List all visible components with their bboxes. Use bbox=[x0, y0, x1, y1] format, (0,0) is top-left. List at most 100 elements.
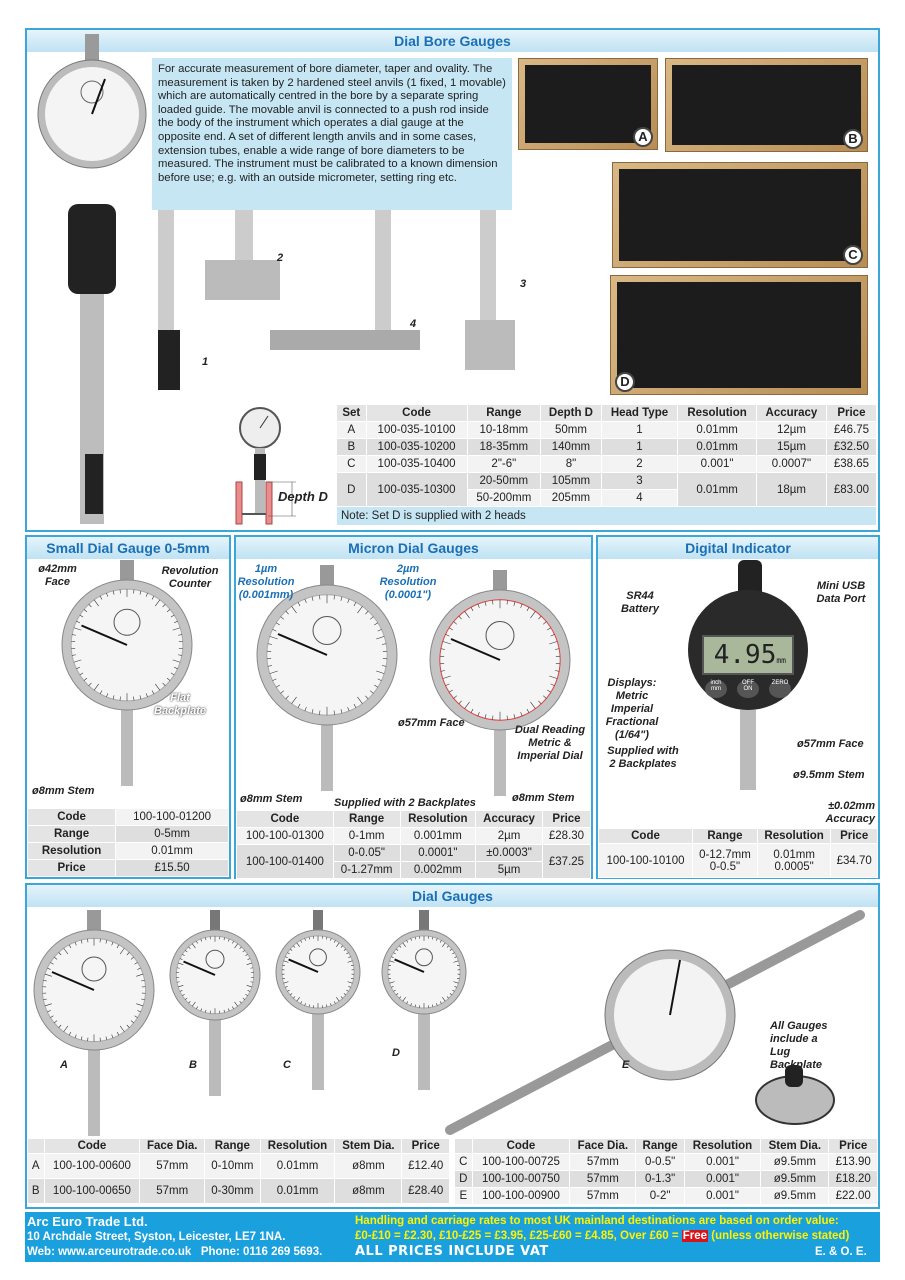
table-cell: 0.01mm 0.0005" bbox=[756, 843, 832, 878]
stem-label: ø9.5mm Stem bbox=[793, 769, 865, 781]
table-cell: 100-100-00725 bbox=[471, 1153, 571, 1171]
table-cell: 1 bbox=[600, 421, 679, 439]
face-label: ø42mm Face bbox=[38, 563, 77, 588]
section-title: Small Dial Gauge 0-5mm bbox=[27, 537, 229, 559]
table-cell: 4 bbox=[600, 489, 679, 507]
table-cell: 12µm bbox=[756, 421, 827, 439]
table-cell: 100-100-01300 bbox=[236, 827, 334, 845]
free-badge: Free bbox=[681, 1230, 709, 1242]
table-cell: ø9.5mm bbox=[760, 1170, 830, 1188]
table-cell: A bbox=[27, 1153, 45, 1179]
backplate-label: Flat Backplate bbox=[154, 692, 206, 717]
stem-label: ø8mm Stem bbox=[32, 785, 95, 797]
table-cell: 100-100-00900 bbox=[471, 1187, 571, 1205]
table-cell: D bbox=[454, 1170, 473, 1188]
column-header: Range bbox=[691, 828, 758, 844]
bore-gauge-image bbox=[30, 34, 155, 534]
column-header: Price bbox=[825, 404, 878, 422]
table-cell: 0.001mm bbox=[399, 827, 477, 845]
head-label-1: 1 bbox=[202, 356, 209, 368]
handling-text: Handling and carriage rates to most UK m… bbox=[355, 1215, 839, 1227]
table-cell: 0-10mm bbox=[204, 1153, 261, 1179]
gauge-label-b: B bbox=[189, 1059, 197, 1071]
table-cell: 100-100-00650 bbox=[43, 1178, 141, 1204]
company-address: 10 Archdale Street, Syston, Leicester, L… bbox=[27, 1231, 286, 1243]
stem-label-2: ø8mm Stem bbox=[512, 792, 575, 804]
table-cell: ø8mm bbox=[334, 1153, 403, 1179]
column-header: Price bbox=[401, 1138, 450, 1154]
table-cell: 0.01mm bbox=[677, 472, 758, 507]
battery-label: SR44 Battery bbox=[621, 590, 659, 615]
off-on-button[interactable]: OFF ON bbox=[737, 680, 759, 698]
table-cell: £37.25 bbox=[541, 844, 592, 879]
column-header bbox=[454, 1138, 473, 1154]
column-header: Depth D bbox=[540, 404, 602, 422]
column-header: Range bbox=[204, 1138, 261, 1154]
column-header: Set bbox=[336, 404, 367, 422]
table-cell: £28.40 bbox=[401, 1178, 450, 1204]
bore-heads-image bbox=[150, 210, 540, 405]
row-header: Code bbox=[26, 808, 117, 826]
dial-gauge-b-image bbox=[168, 910, 262, 1110]
backplates-label: Supplied with 2 Backplates bbox=[334, 797, 476, 809]
column-header: Stem Dia. bbox=[334, 1138, 403, 1154]
table-cell: 57mm bbox=[139, 1178, 206, 1204]
small-dial-image bbox=[60, 560, 194, 800]
table-cell: 0-5mm bbox=[115, 825, 229, 843]
table-cell: 0-0.05" bbox=[332, 844, 401, 862]
micron-dial-2-image bbox=[428, 570, 572, 810]
table-cell: 100-100-01400 bbox=[236, 844, 334, 879]
table-cell: 0.001" bbox=[677, 455, 758, 473]
dial-gauge-c-image bbox=[274, 910, 362, 1104]
backplates-label: Supplied with 2 Backplates bbox=[607, 745, 679, 770]
table-cell: 0-2" bbox=[635, 1187, 685, 1205]
gauge-label-e: E bbox=[622, 1059, 630, 1071]
table-cell: 57mm bbox=[569, 1187, 637, 1205]
company-name: Arc Euro Trade Ltd. bbox=[27, 1214, 148, 1229]
column-header: Code bbox=[43, 1138, 141, 1154]
face-label: ø57mm Face bbox=[797, 738, 864, 750]
table-cell: 20-50mm bbox=[466, 472, 542, 490]
table-cell: B bbox=[27, 1178, 45, 1204]
stem-label-1: ø8mm Stem bbox=[240, 793, 303, 805]
inch-mm-button[interactable]: inch mm bbox=[705, 680, 727, 698]
column-header: Resolution bbox=[259, 1138, 336, 1154]
column-header: Accuracy bbox=[475, 810, 543, 828]
table-cell: 205mm bbox=[540, 489, 602, 507]
table-cell: 0.01mm bbox=[259, 1153, 336, 1179]
table-cell: 0-1mm bbox=[332, 827, 401, 845]
table-cell: D bbox=[336, 472, 367, 507]
table-cell: 0.001" bbox=[683, 1170, 762, 1188]
zero-button[interactable]: ZERO bbox=[769, 680, 791, 698]
table-cell: 100-100-01200 bbox=[115, 808, 229, 826]
table-cell: 140mm bbox=[540, 438, 602, 456]
column-header: Accuracy bbox=[756, 404, 827, 422]
column-header: Resolution bbox=[683, 1138, 762, 1154]
table-cell: 2"-6" bbox=[466, 455, 542, 473]
section-title: Micron Dial Gauges bbox=[236, 537, 591, 559]
table-cell: 57mm bbox=[569, 1153, 637, 1171]
rates-text: £0-£10 = £2.30, £10-£25 = £3.95, £25-£60… bbox=[355, 1230, 850, 1242]
table-cell: 100-100-10100 bbox=[598, 843, 693, 878]
table-cell: £46.75 bbox=[825, 421, 878, 439]
column-header: Code bbox=[365, 404, 468, 422]
table-cell: £38.65 bbox=[825, 455, 878, 473]
set-b-photo: B bbox=[665, 58, 868, 152]
table-cell: £12.40 bbox=[401, 1153, 450, 1179]
section-title: Dial Bore Gauges bbox=[27, 30, 878, 52]
set-d-photo: D bbox=[610, 275, 868, 395]
table-cell: 18µm bbox=[756, 472, 827, 507]
column-header: Price bbox=[830, 828, 878, 844]
table-cell: ø8mm bbox=[334, 1178, 403, 1204]
table-cell: 57mm bbox=[569, 1170, 637, 1188]
table-cell: 0.002mm bbox=[399, 861, 477, 879]
